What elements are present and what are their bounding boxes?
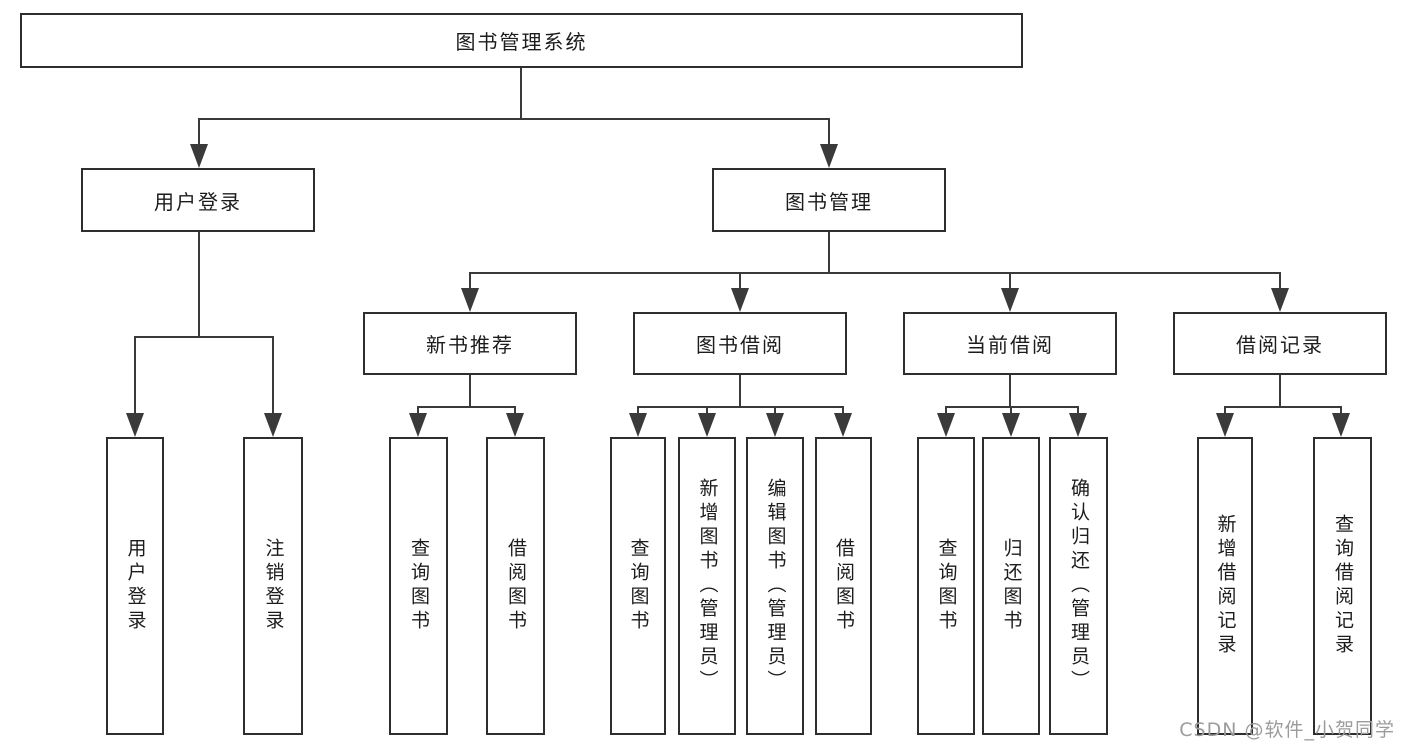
- connector-drop-nb-leaf2: [514, 406, 516, 413]
- connector-current-borrow-stem: [1009, 375, 1011, 406]
- leaf-br-add-record: 新增借阅记录: [1197, 437, 1253, 735]
- connector-drop-br-leaf1: [1224, 406, 1226, 413]
- arrow-to-bb-leaf2: [698, 413, 716, 437]
- node-book-management: 图书管理: [712, 168, 946, 232]
- connector-new-books-bar: [417, 406, 516, 408]
- csdn-watermark: CSDN @软件_小贺同学: [1179, 719, 1395, 741]
- arrow-to-bb-leaf3: [766, 413, 784, 437]
- leaf-bb-borrow-books: 借阅图书: [815, 437, 872, 735]
- leaf-bb-edit-books-admin: 编辑图书（管理员）: [746, 437, 804, 735]
- arrow-to-br-leaf1: [1216, 413, 1234, 437]
- connector-drop-br-leaf2: [1340, 406, 1342, 413]
- connector-drop-bb-leaf4: [842, 406, 844, 413]
- arrow-to-bb-leaf1: [629, 413, 647, 437]
- connector-drop-bb-leaf1: [637, 406, 639, 413]
- node-new-book-recommend: 新书推荐: [363, 312, 577, 375]
- arrow-to-new-books: [461, 288, 479, 312]
- arrow-to-ul-leaf1: [126, 413, 144, 437]
- leaf-cb-return-books: 归还图书: [982, 437, 1040, 735]
- connector-borrow-records-stem: [1279, 375, 1281, 406]
- arrow-to-nb-leaf1: [409, 413, 427, 437]
- connector-root-stem: [520, 68, 522, 118]
- connector-drop-ul-leaf2: [272, 336, 274, 413]
- leaf-logout: 注销登录: [243, 437, 303, 735]
- arrow-to-book-borrow: [731, 288, 749, 312]
- connector-user-login-stem: [198, 232, 200, 336]
- connector-drop-book-borrow: [739, 272, 741, 288]
- node-borrow-records: 借阅记录: [1173, 312, 1387, 375]
- node-book-borrow: 图书借阅: [633, 312, 847, 375]
- connector-drop-borrow-records: [1279, 272, 1281, 288]
- connector-book-mgmt-stem: [828, 232, 830, 272]
- node-current-borrow: 当前借阅: [903, 312, 1117, 375]
- arrow-to-cb-leaf3: [1069, 413, 1087, 437]
- arrow-to-nb-leaf2: [506, 413, 524, 437]
- leaf-cb-confirm-return-admin: 确认归还（管理员）: [1049, 437, 1108, 735]
- connector-root-bar: [198, 118, 830, 120]
- node-user-login: 用户登录: [81, 168, 315, 232]
- connector-drop-ul-leaf1: [134, 336, 136, 413]
- arrow-to-borrow-records: [1271, 288, 1289, 312]
- arrow-to-book-mgmt: [820, 144, 838, 168]
- arrow-to-cb-leaf2: [1002, 413, 1020, 437]
- connector-new-books-stem: [469, 375, 471, 406]
- connector-drop-cb-leaf2: [1010, 406, 1012, 413]
- connector-book-mgmt-bar: [469, 272, 1281, 274]
- connector-borrow-records-bar: [1224, 406, 1342, 408]
- connector-book-borrow-bar: [637, 406, 843, 408]
- leaf-bb-add-books-admin: 新增图书（管理员）: [678, 437, 736, 735]
- arrow-to-bb-leaf4: [834, 413, 852, 437]
- node-root: 图书管理系统: [20, 13, 1023, 68]
- connector-drop-bb-leaf2: [706, 406, 708, 413]
- leaf-nb-query-books: 查询图书: [389, 437, 448, 735]
- arrow-to-user-login: [190, 144, 208, 168]
- arrow-to-ul-leaf2: [264, 413, 282, 437]
- connector-drop-nb-leaf1: [417, 406, 419, 413]
- leaf-bb-query-books: 查询图书: [610, 437, 666, 735]
- leaf-cb-query-books: 查询图书: [917, 437, 975, 735]
- connector-drop-book-mgmt: [828, 118, 830, 144]
- connector-drop-current-borrow: [1009, 272, 1011, 288]
- arrow-to-cb-leaf1: [937, 413, 955, 437]
- connector-drop-user-login: [198, 118, 200, 144]
- connector-user-login-bar: [134, 336, 274, 338]
- connector-drop-cb-leaf3: [1077, 406, 1079, 413]
- leaf-user-login: 用户登录: [106, 437, 164, 735]
- arrow-to-current-borrow: [1001, 288, 1019, 312]
- leaf-br-query-record: 查询借阅记录: [1313, 437, 1372, 735]
- connector-drop-bb-leaf3: [774, 406, 776, 413]
- connector-drop-cb-leaf1: [945, 406, 947, 413]
- leaf-nb-borrow-books: 借阅图书: [486, 437, 545, 735]
- connector-drop-new-books: [469, 272, 471, 288]
- arrow-to-br-leaf2: [1332, 413, 1350, 437]
- connector-book-borrow-stem: [739, 375, 741, 406]
